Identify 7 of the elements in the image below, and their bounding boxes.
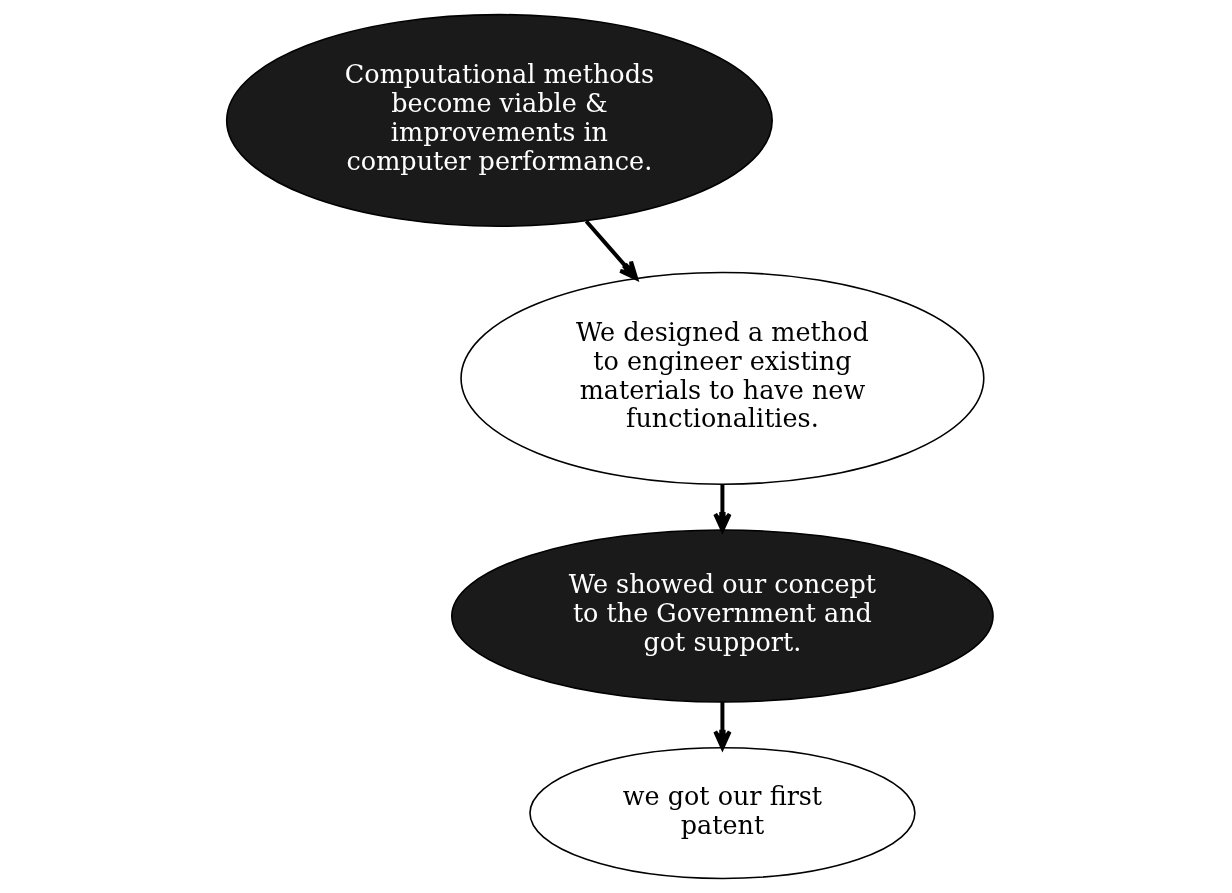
arrow bbox=[584, 219, 638, 281]
arrow bbox=[712, 484, 732, 532]
node-ellipse: We designed a method to engineer existing materials to have new functionalities. bbox=[459, 271, 985, 485]
node-ellipse: We showed our concept to the Government and got support. bbox=[450, 529, 994, 703]
node-ellipse: we got our first patent bbox=[528, 747, 916, 880]
arrow bbox=[712, 702, 732, 750]
node-ellipse: Computational methods become viable & improvements in computer performance. bbox=[225, 13, 773, 228]
